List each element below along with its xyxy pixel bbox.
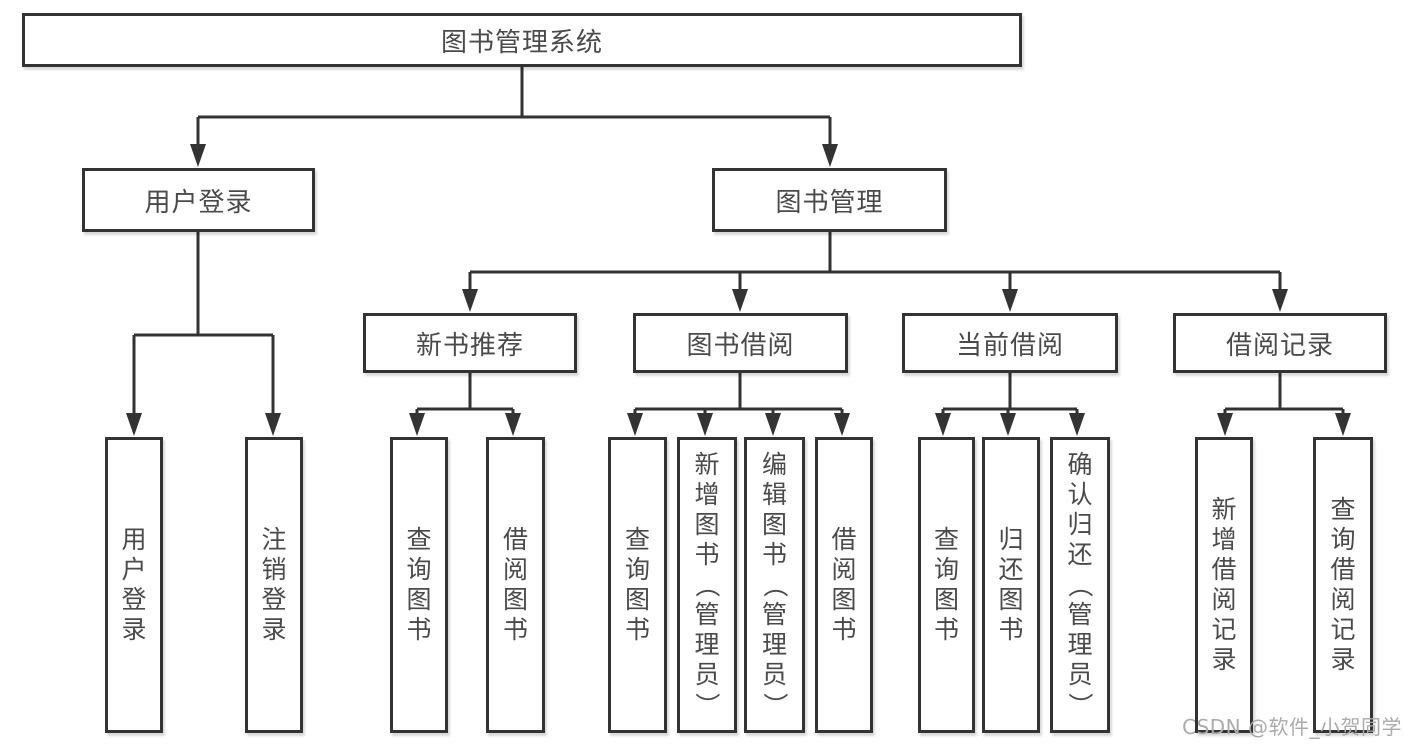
node-book-borrowing: 图书借阅 <box>633 313 848 373</box>
leaf-label: 查询借阅记录 <box>1330 495 1356 674</box>
leaf-query-borrow-record: 查询借阅记录 <box>1313 437 1373 733</box>
leaf-add-book-admin: 新增图书（管理员） <box>677 437 737 733</box>
leaf-query-books-recommend: 查询图书 <box>390 437 448 733</box>
leaf-confirm-return-admin: 确认归还（管理员） <box>1050 437 1110 733</box>
node-book-management: 图书管理 <box>712 168 947 232</box>
leaf-logout: 注销登录 <box>245 437 303 733</box>
leaf-add-borrow-record: 新增借阅记录 <box>1195 437 1253 733</box>
leaf-label: 查询图书 <box>624 525 650 644</box>
csdn-watermark: CSDN @软件_小贺同学 <box>1182 715 1402 739</box>
leaf-query-books-borrowing: 查询图书 <box>608 437 667 733</box>
leaf-borrow-books-recommend: 借阅图书 <box>486 437 545 733</box>
leaf-label: 注销登录 <box>261 525 287 644</box>
leaf-label: 确认归还（管理员） <box>1065 450 1095 718</box>
node-borrowing-records: 借阅记录 <box>1173 313 1387 373</box>
leaf-label: 归还图书 <box>998 525 1024 644</box>
leaf-label: 编辑图书（管理员） <box>760 450 790 718</box>
node-current-borrowing: 当前借阅 <box>902 313 1118 373</box>
leaf-label: 查询图书 <box>406 525 432 644</box>
leaf-user-login: 用户登录 <box>105 437 163 733</box>
leaf-borrow-books-borrowing: 借阅图书 <box>815 437 873 733</box>
leaf-return-books: 归还图书 <box>982 437 1040 733</box>
node-root: 图书管理系统 <box>22 13 1022 67</box>
leaf-label: 借阅图书 <box>831 525 857 644</box>
leaf-label: 新增借阅记录 <box>1211 495 1237 674</box>
arrowheads <box>126 144 1351 436</box>
node-user-login: 用户登录 <box>82 168 315 232</box>
leaf-label: 借阅图书 <box>502 525 528 644</box>
leaf-edit-book-admin: 编辑图书（管理员） <box>744 437 805 733</box>
leaf-label: 用户登录 <box>121 525 147 644</box>
leaf-label: 查询图书 <box>933 525 959 644</box>
node-new-book-recommend: 新书推荐 <box>363 313 577 373</box>
leaf-label: 新增图书（管理员） <box>692 450 722 718</box>
leaf-query-books-current: 查询图书 <box>918 437 975 733</box>
